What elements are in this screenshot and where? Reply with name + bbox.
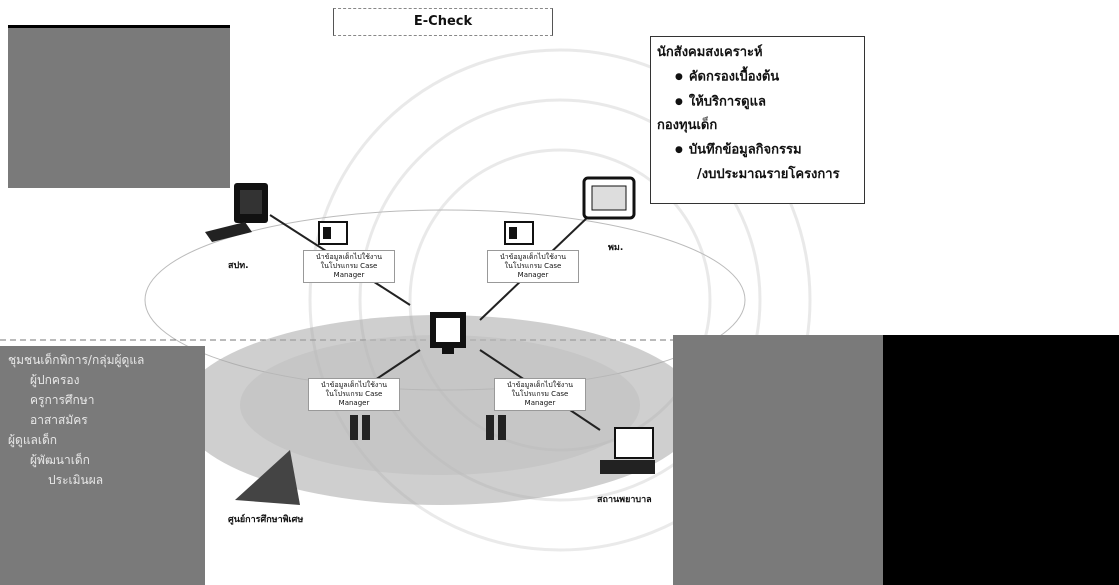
card-line: ในโปรแกรม Case Manager [325, 390, 383, 407]
left-overlay-list: ชุมชนเด็กพิการ/กลุ่มผู้ดูแล ผู้ปกครอง คร… [8, 350, 144, 490]
node-label-bottom-right: สถานพยาบาล [597, 495, 652, 505]
overlay-line: ผู้ดูแลเด็ก [8, 433, 58, 447]
legend-item: ให้บริการดูแล [657, 90, 858, 115]
id-card-icon [318, 221, 348, 245]
legend-item: บันทึกข้อมูลกิจกรรม [657, 138, 858, 163]
card-line: นำข้อมูลเด็กไปใช้งาน [320, 381, 388, 389]
card-line: ในโปรแกรม Case Manager [320, 262, 378, 279]
computer-icon [582, 176, 636, 220]
legend-item-continued: /งบประมาณรายโครงการ [697, 166, 840, 182]
computer-icon [205, 183, 268, 242]
overlay-line: ผู้ปกครอง [30, 373, 80, 387]
legend-heading: นักสังคมสงเคราะห์ [657, 45, 763, 60]
overlay-line: อาสาสมัคร [30, 413, 88, 427]
landmark-icon [235, 450, 300, 505]
card-line: ในโปรแกรม Case Manager [511, 390, 569, 407]
legend-heading: กองทุนเด็ก [657, 118, 718, 133]
overlay-line: ครูการศึกษา [30, 393, 95, 407]
redacted-panel-bottom-right-black [883, 335, 1119, 585]
workstation-icon [600, 427, 655, 474]
overlay-line: ชุมชนเด็กพิการ/กลุ่มผู้ดูแล [8, 353, 145, 367]
legend-item: คัดกรองเบื้องต้น [657, 65, 858, 90]
id-card-icon [504, 221, 534, 245]
role-legend: นักสังคมสงเคราะห์ คัดกรองเบื้องต้น ให้บร… [650, 36, 865, 204]
redacted-panel-top-left [8, 25, 230, 188]
case-manager-card: นำข้อมูลเด็กไปใช้งาน ในโปรแกรม Case Mana… [308, 378, 400, 411]
case-manager-card: นำข้อมูลเด็กไปใช้งาน ในโปรแกรม Case Mana… [303, 250, 395, 283]
node-label-right-pc: พม. [608, 243, 624, 253]
node-label-bottom-left: ศูนย์การศึกษาพิเศษ [228, 515, 304, 525]
overlay-line: ประเมินผล [48, 473, 104, 487]
redacted-panel-bottom-left: ชุมชนเด็กพิการ/กลุ่มผู้ดูแล ผู้ปกครอง คร… [0, 346, 205, 585]
card-line: นำข้อมูลเด็กไปใช้งาน [499, 253, 567, 261]
central-server-icon [430, 312, 466, 354]
card-line: นำข้อมูลเด็กไปใช้งาน [506, 381, 574, 389]
building-icon [350, 415, 506, 440]
page-title: E-Check [333, 8, 553, 36]
card-line: นำข้อมูลเด็กไปใช้งาน [315, 253, 383, 261]
card-line: ในโปรแกรม Case Manager [504, 262, 562, 279]
overlay-line: ผู้พัฒนาเด็ก [30, 453, 90, 467]
node-label-left-pc: สปท. [228, 261, 249, 271]
redacted-panel-bottom-right-gray [673, 335, 883, 585]
case-manager-card: นำข้อมูลเด็กไปใช้งาน ในโปรแกรม Case Mana… [487, 250, 579, 283]
case-manager-card: นำข้อมูลเด็กไปใช้งาน ในโปรแกรม Case Mana… [494, 378, 586, 411]
